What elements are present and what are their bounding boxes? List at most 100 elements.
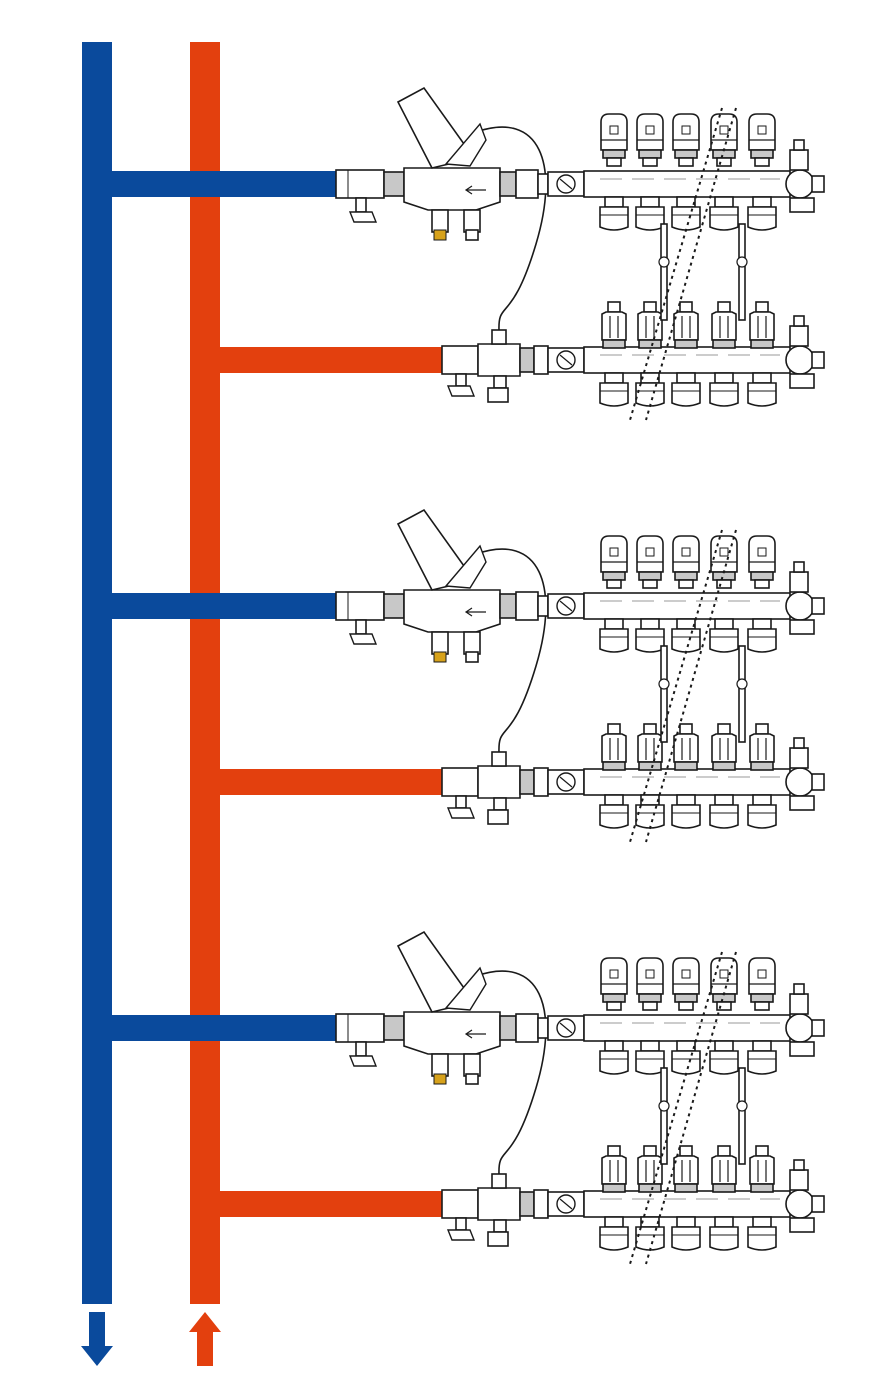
meter-body — [637, 1155, 663, 1185]
gauge-port — [444, 966, 487, 1011]
outlet-nut — [599, 628, 629, 653]
union-nut — [383, 1015, 405, 1041]
outlet-connector — [671, 618, 701, 653]
ball-valve-mark — [559, 354, 573, 366]
outlet-nut — [635, 628, 665, 653]
thermostatic-cap — [748, 535, 776, 589]
gauge-port — [444, 122, 487, 167]
direction-arrow-icon — [464, 607, 486, 617]
air-vent — [789, 149, 809, 171]
flow-meter — [711, 301, 737, 349]
outlet-port-left — [431, 1053, 449, 1077]
outlet-nut — [747, 628, 777, 653]
port-cap-right — [465, 1073, 479, 1085]
bracket-rod — [738, 645, 746, 743]
outlet-nut — [599, 206, 629, 231]
return-branch — [190, 769, 442, 795]
outlet-neck — [676, 196, 696, 208]
outlet-nut — [635, 206, 665, 231]
outlet-neck — [604, 1216, 624, 1228]
break-line — [629, 529, 723, 843]
cap-stem — [754, 579, 770, 589]
outlet-neck — [604, 196, 624, 208]
outlet-nut — [671, 206, 701, 231]
ball-valve-stem — [355, 619, 367, 635]
cap-window — [609, 125, 619, 135]
outlet-neck — [752, 1216, 772, 1228]
outlet-connector — [709, 618, 739, 653]
union-nut — [499, 171, 517, 197]
air-vent — [789, 747, 809, 769]
ball-valve-handle — [348, 211, 378, 223]
ball-valve-mark — [559, 776, 573, 788]
outlet-connector — [599, 1216, 629, 1251]
flow-meter — [601, 723, 627, 771]
cap-window — [719, 547, 729, 557]
mounting-brackets — [658, 1067, 748, 1165]
meter-top — [755, 723, 769, 735]
flow-arrows — [81, 1312, 221, 1366]
meter-collar — [674, 761, 698, 771]
outlet-connector — [635, 196, 665, 231]
flow-meter — [749, 301, 775, 349]
cap-window — [645, 969, 655, 979]
nipple — [537, 595, 549, 617]
outlet-nut — [671, 628, 701, 653]
cap-collar — [750, 149, 774, 159]
flow-manifold-bar — [547, 983, 825, 1057]
drain-cap — [487, 387, 509, 403]
outlet-connector — [671, 372, 701, 407]
outlet-neck — [640, 196, 660, 208]
outlet-nut — [709, 382, 739, 407]
bracket-rod — [660, 1067, 668, 1165]
outlet-connector — [671, 1040, 701, 1075]
cap-window — [645, 125, 655, 135]
end-plug — [811, 175, 825, 193]
return-riser — [190, 42, 220, 1304]
drain-cock — [789, 795, 815, 811]
meter-top — [679, 1145, 693, 1157]
cap-stem — [642, 157, 658, 167]
outlet-connector — [671, 196, 701, 231]
flow-meter — [601, 1145, 627, 1193]
outlet-connector — [747, 794, 777, 829]
meter-collar — [712, 1183, 736, 1193]
outlet-connector — [747, 1040, 777, 1075]
outlet-connector — [599, 794, 629, 829]
thermostatic-cap — [600, 957, 628, 1011]
cap-collar — [750, 571, 774, 581]
end-cap — [785, 767, 815, 797]
cap-collar — [638, 149, 662, 159]
outlet-connector — [709, 372, 739, 407]
flow-meter — [711, 1145, 737, 1193]
outlet-neck — [752, 794, 772, 806]
ball-valve-stem — [455, 373, 467, 387]
meter-top — [755, 301, 769, 313]
end-plug — [811, 773, 825, 791]
outlet-nut — [635, 804, 665, 829]
cap-window — [681, 547, 691, 557]
outlet-connector — [671, 1216, 701, 1251]
ball-valve-handle — [348, 1055, 378, 1067]
meter-top — [607, 1145, 621, 1157]
outlet-nut — [671, 1226, 701, 1251]
outlet-neck — [714, 196, 734, 208]
end-plug — [811, 351, 825, 369]
coupling — [515, 591, 539, 621]
outlet-nut — [599, 804, 629, 829]
ball-valve-stem — [355, 1041, 367, 1057]
outlet-connector — [709, 1216, 739, 1251]
end-cap — [785, 591, 815, 621]
outlet-nut — [709, 1050, 739, 1075]
manifold-tube — [583, 1190, 791, 1218]
sensor-port — [491, 329, 507, 345]
drain-cock — [789, 1217, 815, 1233]
outlet-nut — [747, 1226, 777, 1251]
cap-collar — [638, 571, 662, 581]
thermostatic-cap — [600, 535, 628, 589]
port-cap-left — [433, 229, 447, 241]
cap-window — [609, 969, 619, 979]
meter-top — [755, 1145, 769, 1157]
return-branch — [190, 1191, 442, 1217]
